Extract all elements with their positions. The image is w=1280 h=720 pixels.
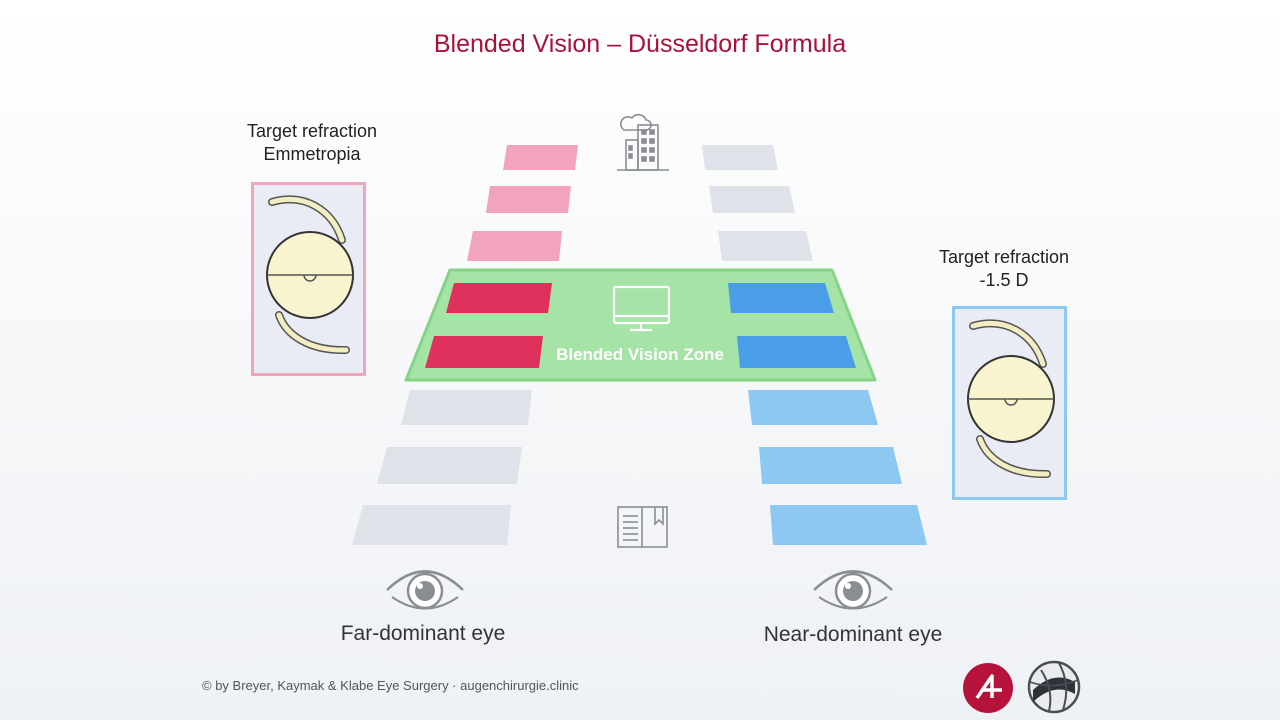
near-bar [759,447,902,484]
far-eye-bars [352,145,578,545]
near-bar [702,145,778,170]
logo-a-icon [963,663,1013,713]
far-bar [352,505,511,545]
near-target-label: Target refraction -1.5 D [914,246,1094,292]
far-target-label: Target refraction Emmetropia [222,120,402,166]
near-target-line2: -1.5 D [979,270,1029,290]
near-target-line1: Target refraction [938,247,1070,267]
copyright-footer: © by Breyer, Kaymak & Klabe Eye Surgery … [202,678,579,693]
far-bar [503,145,578,170]
intraocular-lens-icon [967,319,1055,479]
far-bar [377,447,522,484]
intraocular-lens-icon [266,195,354,355]
far-target-line2: Emmetropia [263,144,361,164]
near-bar [718,231,813,261]
near-bar [737,336,856,368]
monitor-icon [612,285,671,332]
building-icon [617,113,669,171]
far-bar [401,390,532,425]
far-bar [467,231,562,261]
near-bar [709,186,795,213]
far-target-line1: Target refraction [246,121,378,141]
logo-globe-icon [1027,660,1081,714]
far-bar [425,336,543,368]
near-eye-lens-box [952,306,1067,500]
page-title: Blended Vision – Düsseldorf Formula [433,30,847,58]
near-dominant-eye-label: Near-dominant eye [763,623,943,646]
eye-icon [386,570,464,610]
far-eye-lens-box [251,182,366,376]
far-bar [486,186,571,213]
near-eye-bars [702,145,927,545]
far-bar [446,283,552,313]
eye-icon [813,570,893,610]
book-icon [617,506,668,548]
near-bar [770,505,927,545]
near-bar [748,390,878,425]
near-bar [728,283,834,313]
blended-vision-zone-label: Blended Vision Zone [556,345,724,364]
far-dominant-eye-label: Far-dominant eye [340,622,506,645]
